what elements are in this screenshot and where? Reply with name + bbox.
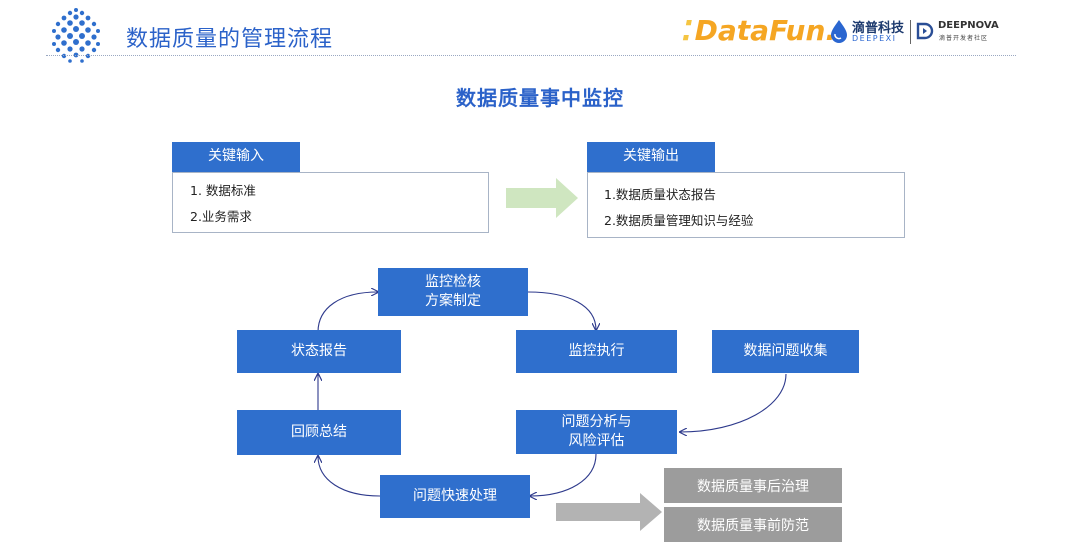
connector-collect-to-analyze <box>680 373 787 432</box>
flow-step-collect: 数据问题收集 <box>712 330 859 373</box>
water-drop-icon <box>831 20 847 43</box>
key-output-item: 1.数据质量状态报告 <box>604 187 716 202</box>
flow-step-summary: 回顾总结 <box>237 410 401 455</box>
datafun-dots-icon: ⁚ <box>682 14 693 47</box>
flow-step-execute: 监控执行 <box>516 330 677 373</box>
key-output-panel <box>587 172 905 238</box>
main-title: 数据质量事中监控 <box>456 86 624 110</box>
header-divider <box>46 55 1016 56</box>
header-title: 数据质量的管理流程 <box>126 27 334 52</box>
logo-divider <box>910 20 911 44</box>
key-input-tab: 关键输入 <box>172 142 300 172</box>
deepexi-name-cn: 滴普科技 <box>852 21 905 36</box>
flow-step-analyze-line: 问题分析与 <box>561 414 632 430</box>
key-output-item: 2.数据质量管理知识与经验 <box>604 213 754 228</box>
key-input-panel <box>172 172 489 233</box>
datafun-logo-text: DataFun. <box>694 14 837 47</box>
logo-dots-icon <box>52 8 100 63</box>
datafun-logo: ⁚DataFun. <box>682 14 836 47</box>
flow-step-report: 状态报告 <box>237 330 401 373</box>
connector-analyze-to-handle <box>530 453 597 496</box>
gray-arrow-icon <box>556 493 662 531</box>
flow-step-handle: 问题快速处理 <box>380 475 530 518</box>
green-arrow-icon <box>506 178 578 218</box>
flow-step-plan-line: 监控检核 <box>425 274 481 290</box>
connector-plan-to-execute <box>527 291 596 330</box>
flow-step-plan-line: 方案制定 <box>425 293 481 309</box>
deepnova-name-cn: 滴普开发者社区 <box>939 35 989 42</box>
key-input-item: 1. 数据标准 <box>190 183 256 198</box>
outcome-post-governance: 数据质量事后治理 <box>664 468 842 503</box>
connector-handle-to-summary <box>318 456 381 497</box>
deepexi-name-en: DEEPEXI <box>852 34 897 43</box>
dn-logo-icon <box>916 22 934 40</box>
flow-step-plan: 监控检核方案制定 <box>378 268 528 316</box>
flow-step-analyze: 问题分析与风险评估 <box>516 410 677 454</box>
key-output-tab: 关键输出 <box>587 142 715 172</box>
connector-report-to-plan <box>317 292 378 333</box>
key-input-item: 2.业务需求 <box>190 209 252 224</box>
flow-step-analyze-line: 风险评估 <box>568 433 625 449</box>
outcome-prevention: 数据质量事前防范 <box>664 507 842 542</box>
deepnova-name-en: DEEPNOVA <box>938 20 999 31</box>
